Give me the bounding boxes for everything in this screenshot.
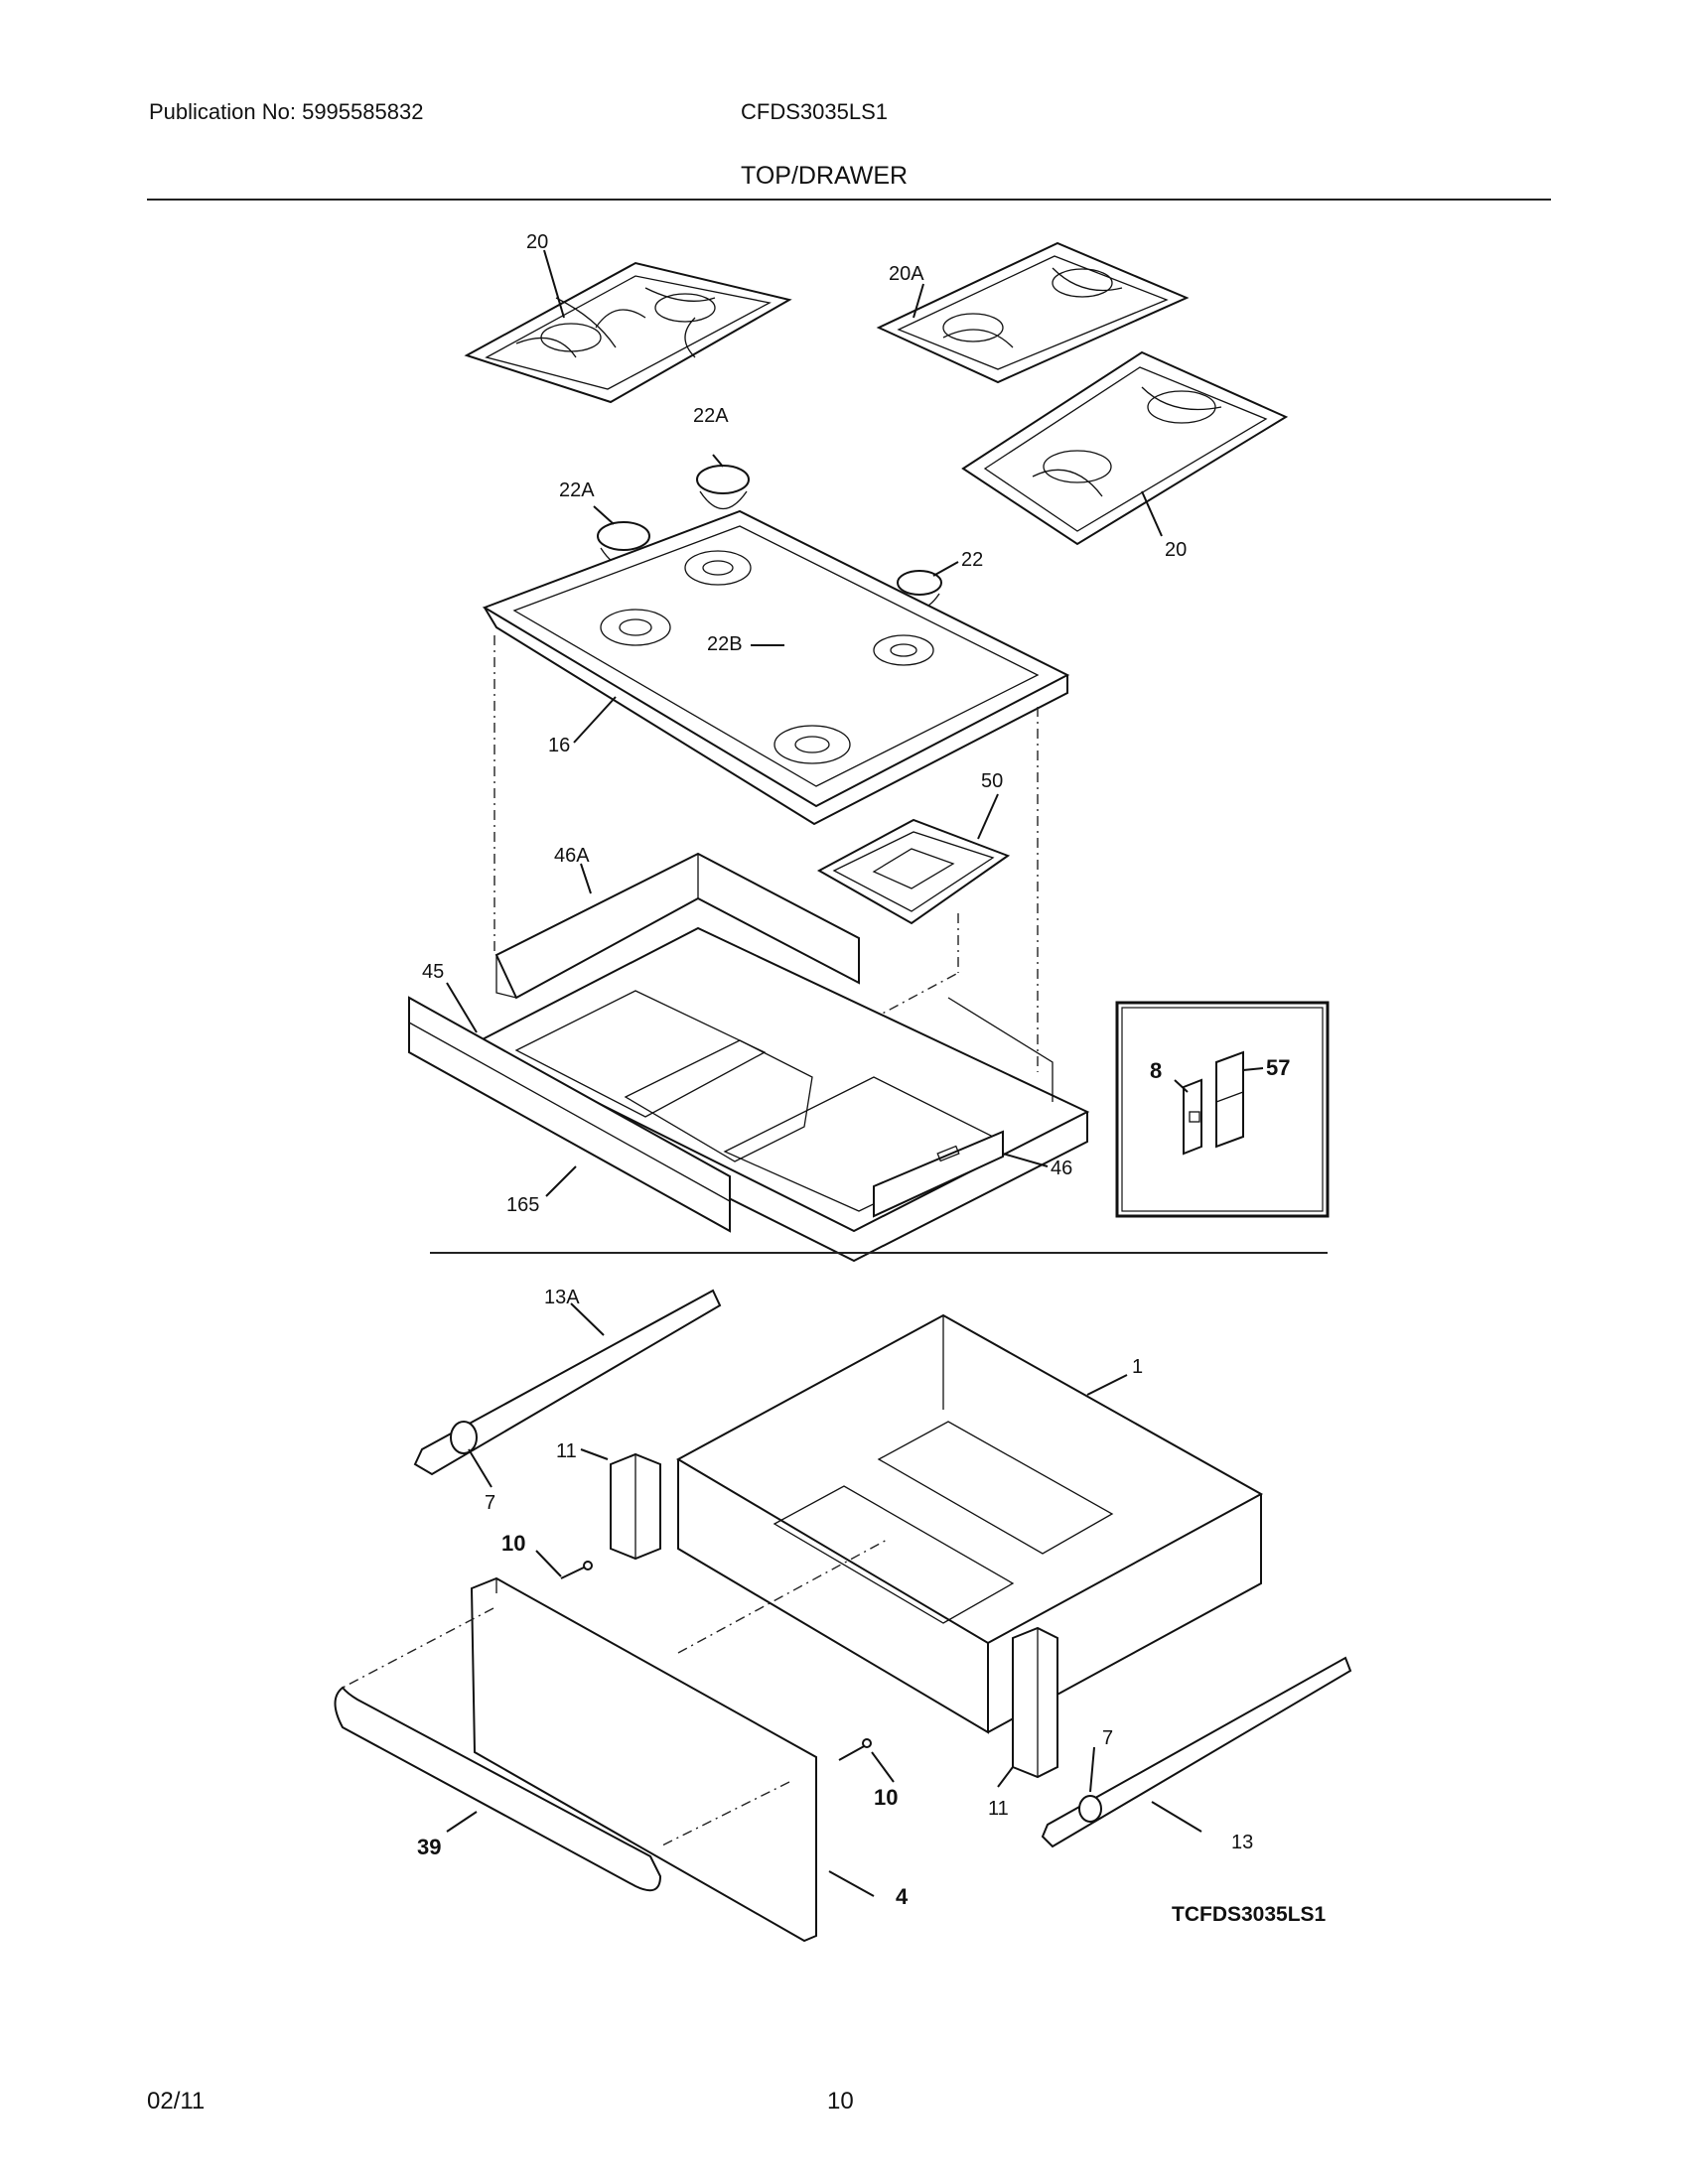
- footer-date: 02/11: [147, 2088, 206, 2115]
- side-rail-46: [873, 1130, 1004, 1218]
- callout-165: 165: [506, 1194, 539, 1216]
- drawer-slide-13: [1041, 1656, 1352, 1848]
- grate-right-front: [961, 350, 1289, 546]
- burner-cap-22A-rear: [696, 465, 750, 509]
- callout-7-left: 7: [485, 1492, 495, 1514]
- drawer-box-1: [675, 1313, 1264, 1734]
- screw-10-right: [838, 1738, 872, 1761]
- grate-right-rear: [876, 241, 1190, 384]
- callout-13A: 13A: [544, 1287, 580, 1308]
- callout-46: 46: [1051, 1158, 1072, 1179]
- drawer-front-4: [470, 1576, 817, 1943]
- callout-8: 8: [1150, 1058, 1162, 1083]
- callout-1: 1: [1132, 1356, 1143, 1378]
- callout-22A-left: 22A: [559, 479, 595, 501]
- callout-11-right: 11: [988, 1798, 1009, 1820]
- rear-panel-46A: [494, 852, 860, 1000]
- callout-10-right: 10: [874, 1785, 898, 1810]
- igniter-inset-box: [1115, 1001, 1330, 1218]
- callout-20-right: 20: [1165, 539, 1187, 561]
- drawer-handle-39: [334, 1686, 662, 1892]
- publication-number: Publication No: 5995585832: [149, 99, 424, 124]
- callout-45: 45: [422, 961, 444, 983]
- model-number: CFDS3035LS1: [741, 99, 888, 124]
- callout-10-left: 10: [501, 1531, 525, 1556]
- diagram-code: TCFDS3035LS1: [1172, 1903, 1327, 1926]
- callout-20A: 20A: [889, 263, 924, 285]
- callout-13: 13: [1231, 1832, 1253, 1853]
- callout-16: 16: [548, 735, 570, 756]
- screw-10-left: [560, 1561, 593, 1579]
- drawer-bracket-11-left: [610, 1452, 661, 1561]
- callout-57: 57: [1266, 1055, 1290, 1080]
- callout-22: 22: [961, 549, 983, 571]
- grate-left: [464, 261, 792, 404]
- drawer-slide-13A: [413, 1289, 722, 1476]
- callout-11-left: 11: [556, 1440, 577, 1462]
- drawer-bracket-11-right: [1012, 1626, 1058, 1779]
- header-rule: [147, 199, 1551, 201]
- front-rail-165: [408, 996, 731, 1233]
- callout-46A: 46A: [554, 845, 590, 867]
- page-number: 10: [827, 2088, 854, 2115]
- callout-50: 50: [981, 770, 1003, 792]
- callout-39: 39: [417, 1835, 441, 1859]
- cooktop-16: [482, 509, 1070, 826]
- callout-20-left: 20: [526, 231, 548, 253]
- callout-22B: 22B: [707, 633, 743, 655]
- section-title: TOP/DRAWER: [741, 162, 909, 190]
- callout-22A-top: 22A: [693, 405, 729, 427]
- callout-4: 4: [896, 1884, 909, 1909]
- leader-lines: [446, 249, 1264, 1897]
- callout-7-right: 7: [1102, 1727, 1113, 1749]
- drip-pan-50: [816, 818, 1011, 925]
